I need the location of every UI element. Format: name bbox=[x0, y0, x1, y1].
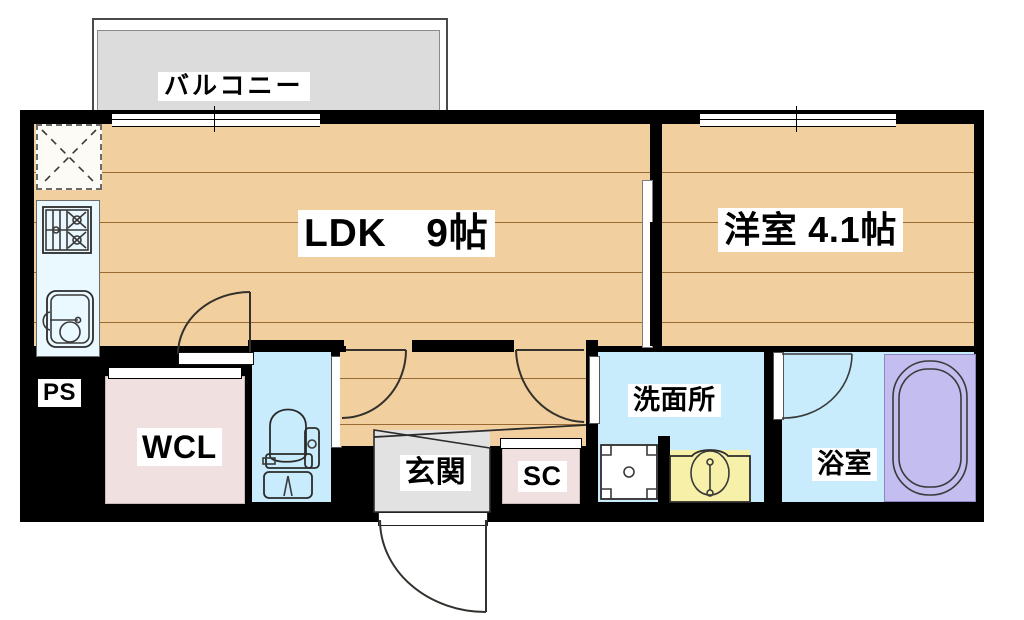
front-door-leaf[interactable] bbox=[378, 512, 488, 526]
balcony-window-left[interactable] bbox=[112, 113, 320, 127]
gas-stove-icon bbox=[42, 206, 92, 254]
wcl-label: WCL bbox=[137, 428, 222, 466]
front-door[interactable] bbox=[378, 519, 488, 616]
washing-machine-pan-icon bbox=[600, 444, 658, 500]
bedroom-label: 洋室 4.1帖 bbox=[718, 208, 904, 252]
balcony-label: バルコニー bbox=[158, 72, 310, 101]
washroom-label: 洗面所 bbox=[628, 384, 721, 417]
vanity-sink-icon bbox=[669, 449, 751, 503]
sc-label: SC bbox=[518, 461, 567, 492]
ps-label: PS bbox=[38, 379, 81, 407]
genkan-label: 玄関 bbox=[400, 455, 472, 491]
sc-door[interactable] bbox=[500, 438, 582, 449]
toilet-room bbox=[252, 352, 331, 502]
toilet-icon bbox=[258, 392, 326, 500]
hallway-floor bbox=[340, 346, 586, 446]
refrigerator-space-icon bbox=[36, 124, 102, 190]
washroom-divider bbox=[658, 436, 670, 502]
ldk-label: LDK 9帖 bbox=[298, 210, 495, 257]
wcl-door[interactable] bbox=[108, 367, 242, 379]
balcony-window-left-mullion bbox=[214, 106, 215, 132]
kitchen-sink-icon bbox=[40, 288, 96, 350]
bedroom-window-mullion bbox=[796, 106, 797, 132]
washroom-door[interactable] bbox=[589, 356, 600, 424]
hall-washroom-door[interactable] bbox=[510, 348, 586, 426]
ldk-hall-door-leaf[interactable] bbox=[178, 352, 254, 365]
ldk-bedroom-wall bbox=[650, 112, 662, 222]
bedroom-window[interactable] bbox=[700, 113, 896, 127]
bathroom-door[interactable] bbox=[773, 352, 784, 420]
ldk-hall-door[interactable] bbox=[177, 291, 252, 368]
hall-ldk-door[interactable] bbox=[340, 348, 412, 422]
bathtub-icon bbox=[884, 354, 976, 502]
balcony-area: バルコニー bbox=[92, 18, 448, 114]
bathroom-label: 浴室 bbox=[812, 448, 878, 481]
hall-wall-stub-left bbox=[248, 340, 344, 352]
genkan-step-line bbox=[373, 424, 587, 448]
hall-wall-stub-mid bbox=[412, 340, 514, 352]
hall-wall-stub-right bbox=[586, 340, 598, 352]
bath-door-swing bbox=[781, 352, 856, 422]
